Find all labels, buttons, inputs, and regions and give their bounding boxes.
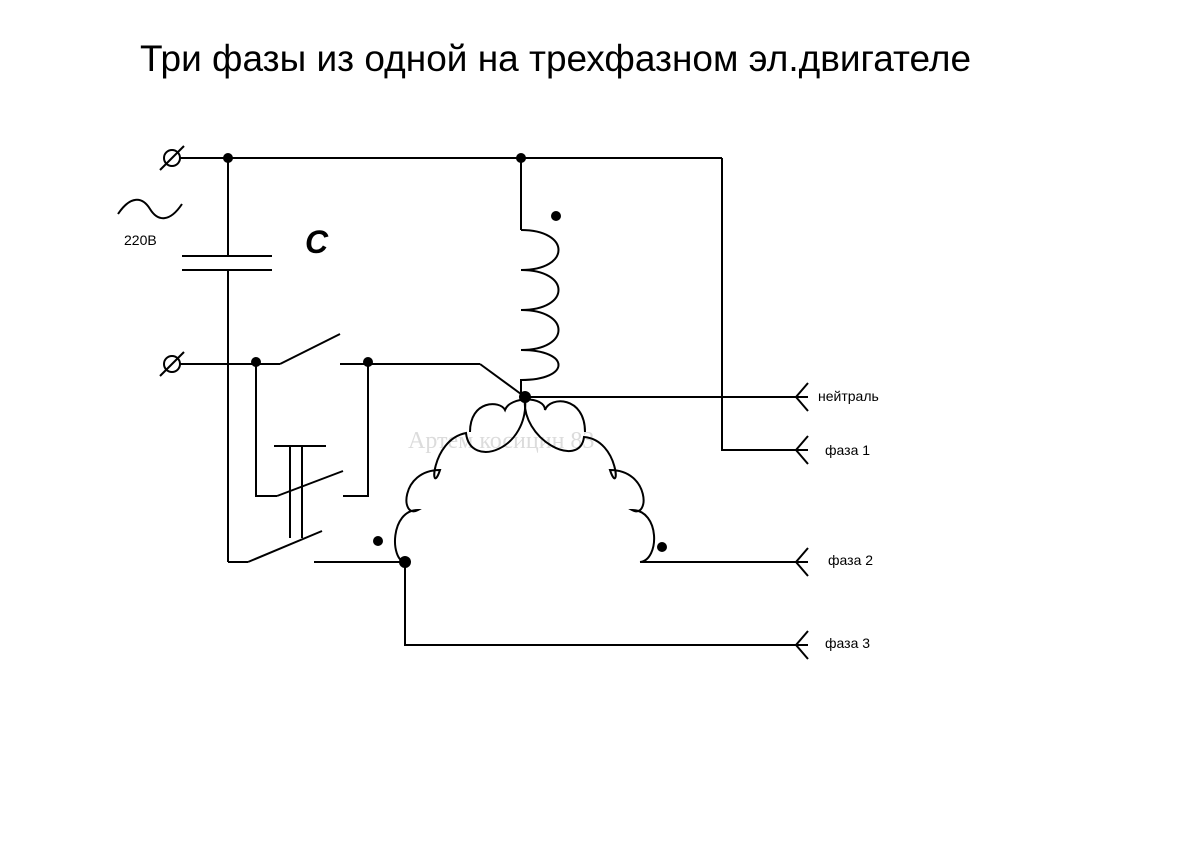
left-winding-coil (394, 396, 527, 563)
switch-mechanical-link (274, 445, 326, 538)
main-switch-blade (279, 333, 341, 365)
ac-symbol (117, 198, 183, 220)
voltage-label: 220В (124, 232, 157, 248)
phase1-connector (794, 435, 809, 465)
start-switch-lead (255, 362, 277, 497)
phase1-wire (721, 158, 808, 451)
phase3-label: фаза 3 (825, 635, 870, 651)
phase1-label: фаза 1 (825, 442, 870, 458)
upper-winding-coil (520, 229, 560, 396)
polarity-dot (551, 211, 561, 221)
polarity-dot (373, 536, 383, 546)
start-switch-blade-2 (247, 530, 323, 563)
polarity-dot (657, 542, 667, 552)
right-winding-coil (523, 396, 655, 563)
start-switch-lead (343, 362, 369, 497)
top-winding-coil (469, 398, 586, 433)
phase3-wire (404, 562, 808, 646)
winding-feed (479, 363, 526, 398)
phase3-connector (794, 630, 809, 660)
diagram-title: Три фазы из одной на трехфазном эл.двига… (140, 38, 972, 79)
neutral-connector (794, 382, 809, 412)
capacitor-label: С (305, 224, 329, 260)
phase2-connector (794, 547, 809, 577)
neutral-label: нейтраль (818, 388, 879, 404)
start-switch-blade-1 (276, 470, 344, 497)
phase2-label: фаза 2 (828, 552, 873, 568)
